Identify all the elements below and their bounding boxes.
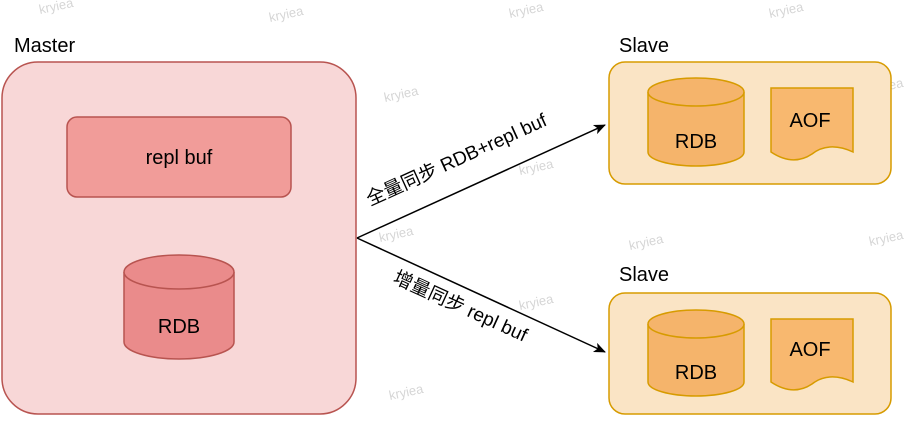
slave-2-database-label: RDB — [675, 362, 717, 384]
slave-1-label: Slave — [619, 35, 669, 57]
master-node — [1, 61, 357, 415]
slave-2-document-icon — [770, 318, 854, 391]
watermark-text: kryiea — [868, 227, 906, 249]
full-sync-arrow — [356, 124, 606, 239]
watermark-text: kryiea — [768, 0, 806, 21]
watermark-text: kryiea — [518, 156, 556, 178]
slave-1-document-icon — [770, 87, 854, 161]
slave-2-document-label: AOF — [789, 339, 830, 361]
full-sync-label: 全量同步 RDB+repl buf — [363, 109, 551, 211]
watermark-text: kryiea — [508, 0, 546, 21]
slave-2-label: Slave — [619, 264, 669, 286]
watermark-text: kryiea — [268, 3, 306, 25]
slave-2-database-icon — [647, 309, 745, 397]
watermark-text: kryiea — [38, 0, 76, 17]
incremental-sync-arrow — [356, 237, 606, 353]
slave-1-database-label: RDB — [675, 131, 717, 153]
watermark-text: kryiea — [388, 381, 426, 403]
slave-1-document-label: AOF — [789, 110, 830, 132]
slave-1-database-icon — [647, 77, 745, 167]
repl-buffer — [66, 116, 292, 198]
repl-buffer-label: repl buf — [146, 147, 213, 169]
master-database-icon — [123, 254, 235, 360]
master-label: Master — [14, 35, 75, 57]
watermark-text: kryiea — [383, 83, 421, 105]
incremental-sync-label: 增量同步 repl buf — [390, 267, 531, 347]
master-database-label: RDB — [158, 316, 200, 338]
watermark-text: kryiea — [518, 291, 556, 313]
watermark-text: kryiea — [378, 223, 416, 245]
watermark-text: kryiea — [628, 231, 666, 253]
